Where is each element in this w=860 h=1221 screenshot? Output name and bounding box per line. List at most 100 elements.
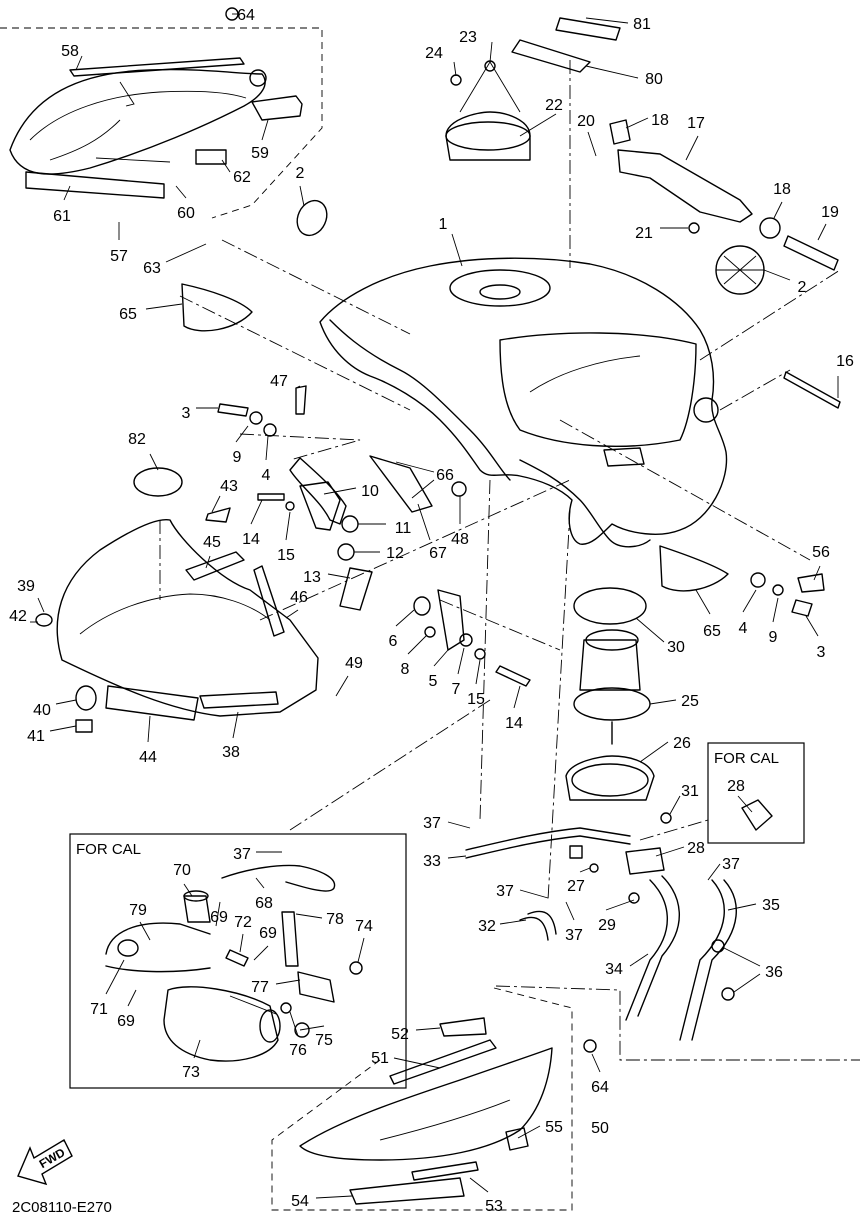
callout-c28a: 28 — [727, 778, 745, 795]
callout-c2b: 2 — [798, 279, 807, 296]
callout-c69a: 69 — [210, 909, 228, 926]
callout-c34: 34 — [605, 961, 623, 978]
callout-c3b: 3 — [817, 644, 826, 661]
callout-c77: 77 — [251, 979, 269, 996]
callout-c52: 52 — [391, 1026, 409, 1043]
for-cal-box-bracket — [707, 742, 805, 844]
callout-c37c: 37 — [722, 856, 740, 873]
callout-c69c: 69 — [117, 1013, 135, 1030]
callout-c54: 54 — [291, 1193, 309, 1210]
callout-c55: 55 — [545, 1119, 563, 1136]
callout-c42: 42 — [9, 608, 27, 625]
side-panels — [181, 283, 841, 617]
callout-c6: 6 — [389, 633, 398, 650]
callout-c4a: 4 — [262, 467, 271, 484]
callout-c50: 50 — [591, 1120, 609, 1137]
callout-c69b: 69 — [259, 925, 277, 942]
callout-c58: 58 — [61, 43, 79, 60]
callout-c41: 41 — [27, 728, 45, 745]
callout-c49: 49 — [345, 655, 363, 672]
callout-c38: 38 — [222, 744, 240, 761]
callout-c43: 43 — [220, 478, 238, 495]
callout-c33: 33 — [423, 853, 441, 870]
callout-c3a: 3 — [182, 405, 191, 422]
callout-c15a: 15 — [277, 547, 295, 564]
callout-c75: 75 — [315, 1032, 333, 1049]
callout-c62: 62 — [233, 169, 251, 186]
callout-c32: 32 — [478, 918, 496, 935]
callout-c67: 67 — [429, 545, 447, 562]
fuel-tank — [289, 199, 765, 548]
for-cal-label-bracket: FOR CAL — [714, 750, 779, 767]
callout-c59: 59 — [251, 145, 269, 162]
callout-c47: 47 — [270, 373, 288, 390]
callout-c19: 19 — [821, 204, 839, 221]
callout-c68: 68 — [255, 895, 273, 912]
evap-canister-system — [105, 864, 363, 1062]
callout-c79: 79 — [129, 902, 147, 919]
callout-c36: 36 — [765, 964, 783, 981]
callout-c71: 71 — [90, 1001, 108, 1018]
mounting-brackets — [217, 385, 531, 687]
callout-c25: 25 — [681, 693, 699, 710]
callout-c26: 26 — [673, 735, 691, 752]
callout-c44: 44 — [139, 749, 157, 766]
callout-c65a: 65 — [119, 306, 137, 323]
callout-c14a: 14 — [242, 531, 260, 548]
group-boundaries — [0, 27, 573, 1211]
callout-c10: 10 — [361, 483, 379, 500]
callout-c9b: 9 — [769, 629, 778, 646]
callout-c12: 12 — [386, 545, 404, 562]
callout-c39: 39 — [17, 578, 35, 595]
callout-c28b: 28 — [687, 840, 705, 857]
callout-c11: 11 — [395, 520, 412, 537]
callout-c4b: 4 — [739, 620, 748, 637]
callout-c14b: 14 — [505, 715, 523, 732]
fuel-hoses — [465, 827, 737, 1041]
callout-c13: 13 — [303, 569, 321, 586]
callout-c57: 57 — [110, 248, 128, 265]
callout-c1: 1 — [439, 216, 448, 233]
callout-c80: 80 — [645, 71, 663, 88]
callout-c37d: 37 — [496, 883, 514, 900]
callout-c76: 76 — [289, 1042, 307, 1059]
callout-c2a: 2 — [296, 165, 305, 182]
callout-c63: 63 — [143, 260, 161, 277]
fuel-pump — [565, 587, 773, 831]
leader-lines — [30, 13, 839, 1199]
callout-c46: 46 — [290, 589, 308, 606]
callout-c17: 17 — [687, 115, 705, 132]
callout-c64a: 64 — [237, 7, 255, 24]
callout-c45: 45 — [203, 534, 221, 551]
assembly-lines — [159, 60, 860, 1061]
callout-c23: 23 — [459, 29, 477, 46]
callout-c82: 82 — [128, 431, 146, 448]
callout-c35: 35 — [762, 897, 780, 914]
callout-c37b: 37 — [233, 846, 251, 863]
side-cover-assembly — [9, 7, 303, 199]
front-cowl — [35, 467, 319, 733]
callout-c9a: 9 — [233, 449, 242, 466]
for-cal-box-canister — [69, 833, 407, 1089]
callout-c37a: 37 — [423, 815, 441, 832]
callout-c72: 72 — [234, 914, 252, 931]
callout-c31: 31 — [681, 783, 699, 800]
callout-c73: 73 — [182, 1064, 200, 1081]
callout-c15b: 15 — [467, 691, 485, 708]
fwd-arrow-icon: FWD — [17, 1139, 73, 1186]
callout-c22: 22 — [545, 97, 563, 114]
callout-c7: 7 — [452, 681, 461, 698]
callout-c66: 66 — [436, 467, 454, 484]
callout-c5: 5 — [429, 673, 438, 690]
callout-c8: 8 — [401, 661, 410, 678]
callout-c37e: 37 — [565, 927, 583, 944]
for-cal-label-canister: FOR CAL — [76, 841, 141, 858]
callout-c21: 21 — [635, 225, 653, 242]
callout-c16: 16 — [836, 353, 854, 370]
lower-side-cover — [299, 1017, 597, 1205]
callout-c24: 24 — [425, 45, 443, 62]
callout-c78: 78 — [326, 911, 344, 928]
callout-c51: 51 — [371, 1050, 389, 1067]
fuel-pump-bracket — [511, 17, 839, 271]
